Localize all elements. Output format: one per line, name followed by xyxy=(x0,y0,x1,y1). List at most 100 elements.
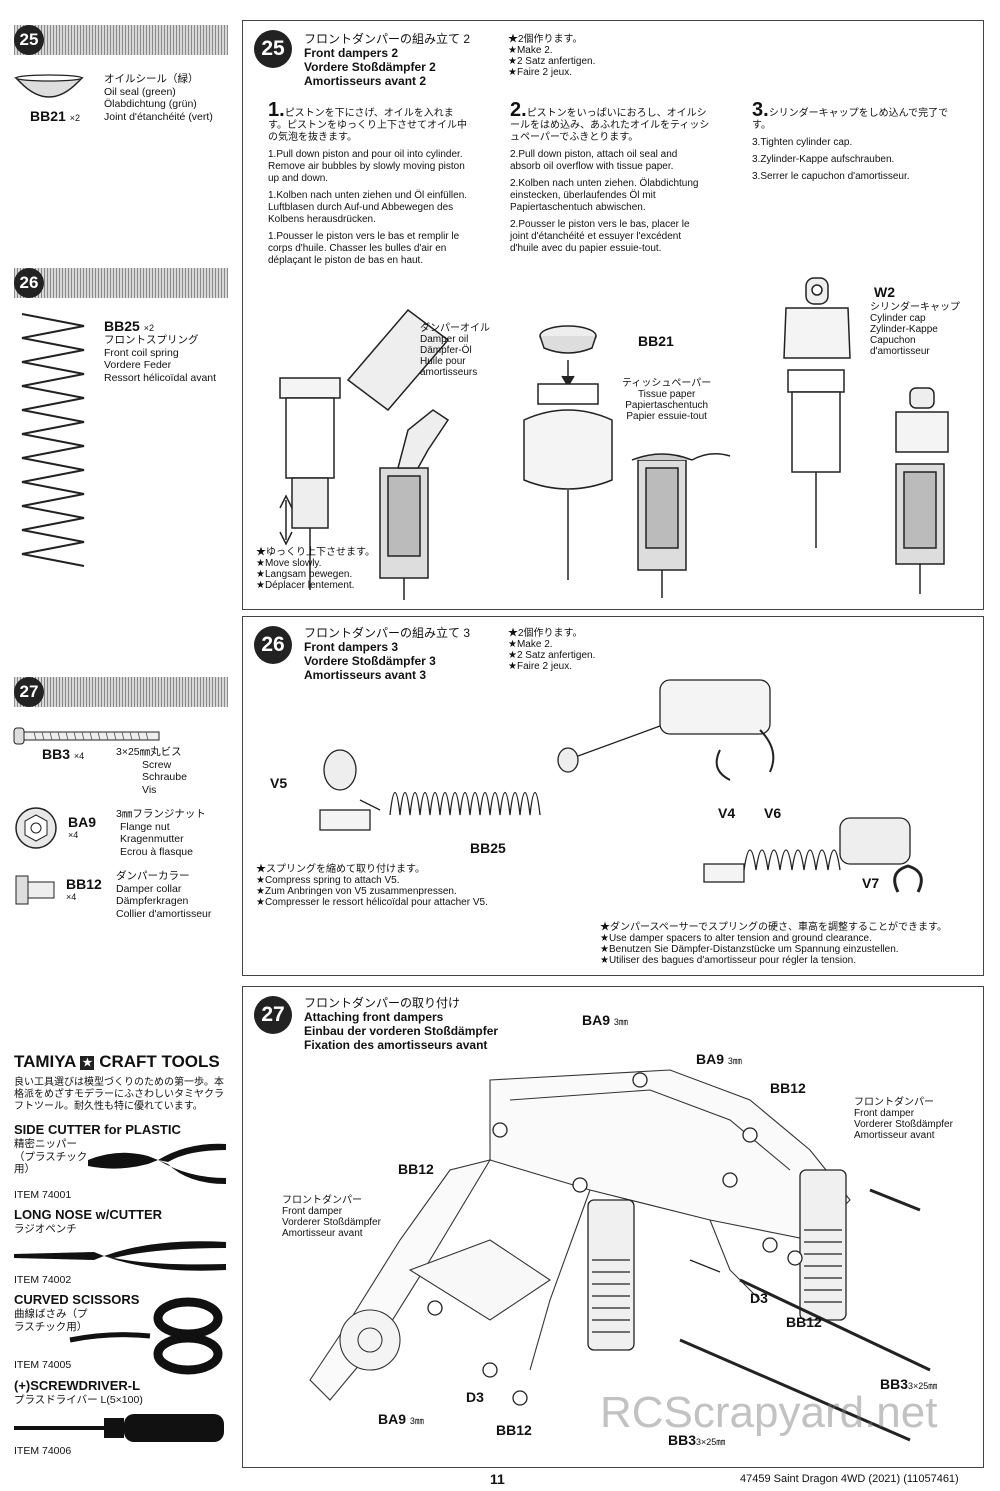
substep-2-en: 2.Pull down piston, attach oil seal and … xyxy=(510,149,678,172)
step26-make-note: ★2個作ります。 ★Make 2. ★2 Satz anfertigen. ★F… xyxy=(508,628,595,672)
oil-label-fr1: Huile pour xyxy=(420,356,466,367)
step26-make-ja: ★2個作ります。 xyxy=(508,628,583,639)
damper-l-de: Vorderer Stoßdämpfer xyxy=(282,1217,381,1228)
bb3-right-code: BB3 xyxy=(880,1376,909,1392)
bb3-right-size: 3×25㎜ xyxy=(908,1381,938,1391)
oil-seal-de: Ölabdichtung (grün) xyxy=(104,98,197,110)
compress-de: ★Zum Anbringen von V5 zusammenpressen. xyxy=(256,886,457,897)
step26-title-fr: Amortisseurs avant 3 xyxy=(304,668,427,682)
bb3-bottom-code: BB3 xyxy=(668,1432,697,1448)
step-26-badge: 26 xyxy=(14,268,44,298)
spacers-note: ★ダンパースペーサーでスプリングの硬さ、車高を調整することができます。 ★Use… xyxy=(600,922,947,966)
step27-title-en: Attaching front dampers xyxy=(304,1010,444,1024)
substep-1: 1.ピストンを下にさげ、オイルを入れます。ピストンをゆっくり上下させてオイル中の… xyxy=(268,100,468,267)
chassis-front-assembly-illustration xyxy=(309,1069,931,1442)
w2-callout: W2 xyxy=(874,284,895,300)
damper-collar-en: Damper collar xyxy=(116,882,182,895)
step25-make-note: ★2個作ります。 ★Make 2. ★2 Satz anfertigen. ★F… xyxy=(508,34,595,78)
substep-1-num: 1. xyxy=(268,99,285,121)
step27-title-ja: フロントダンパーの取り付け xyxy=(304,996,461,1010)
step26-title-de: Vordere Stoßdämpfer 3 xyxy=(304,654,436,668)
ba9-mid-size: 3㎜ xyxy=(727,1056,742,1066)
cylinder-cap-label: シリンダーキャップ Cylinder cap Zylinder-Kappe Ca… xyxy=(870,302,960,357)
step27-title-de: Einbau der vorderen Stoßdämpfer xyxy=(304,1024,499,1038)
substep-2-de: 2.Kolben nach unten ziehen. Ölabdichtung… xyxy=(510,178,699,213)
damper-collar-ja: ダンパーカラー xyxy=(116,870,190,882)
model-footer: 47459 Saint Dragon 4WD (2021) (11057461) xyxy=(740,1473,959,1485)
compress-ja: ★スプリングを縮めて取り付けます。 xyxy=(256,864,425,875)
flange-nut-de: Kragenmutter xyxy=(120,833,184,845)
substep-3-de: 3.Zylinder-Kappe aufschrauben. xyxy=(752,154,895,165)
step26-make-en: ★Make 2. xyxy=(508,639,553,650)
bb12-code: BB12 xyxy=(66,876,102,892)
step-25-panel xyxy=(242,20,984,610)
bb21-qty: ×2 xyxy=(69,113,80,123)
bb3-callout-right: BB33×25㎜ xyxy=(880,1376,937,1392)
substep-3-en: 3.Tighten cylinder cap. xyxy=(752,137,853,148)
side-cutter-icon xyxy=(88,1143,226,1184)
substep-1-ja: ピストンを下にさげ、オイルを入れます。ピストンをゆっくり上下させてオイル中の気泡… xyxy=(268,108,467,143)
tool4-title: (+)SCREWDRIVER-L xyxy=(14,1378,141,1393)
v6-callout: V6 xyxy=(764,805,782,821)
step25-make-fr: ★Faire 2 jeux. xyxy=(508,67,572,78)
spacers-ja: ★ダンパースペーサーでスプリングの硬さ、車高を調整することができます。 xyxy=(600,922,947,933)
bb21-code: BB21 xyxy=(30,108,66,124)
tool4-item: ITEM 74006 xyxy=(14,1445,72,1457)
screw-fr: Vis xyxy=(142,783,157,796)
oil-pouring-illustration xyxy=(279,308,450,600)
coil-spring-fr: Ressort hélicoïdal avant xyxy=(104,371,217,384)
oil-seal-fr: Joint d'étanchéité (vert) xyxy=(104,110,213,123)
step-26-panel xyxy=(242,616,984,976)
step25-title-fr: Amortisseurs avant 2 xyxy=(304,74,427,88)
part-bb3-label: BB3 ×4 xyxy=(42,746,84,762)
step-27-circle: 27 xyxy=(254,996,292,1034)
tool1-title: SIDE CUTTER for PLASTIC xyxy=(14,1122,181,1137)
d3-callout-right: D3 xyxy=(750,1290,768,1306)
screw-en: Screw xyxy=(142,758,172,771)
flange-nut-names: 3㎜フランジナット Flange nut Kragenmutter Ecrou … xyxy=(116,808,206,858)
bb12-callout-bottom: BB12 xyxy=(496,1422,532,1438)
bb12-callout-right: BB12 xyxy=(786,1314,822,1330)
screwdriver-icon xyxy=(14,1414,224,1442)
bb25-callout: BB25 xyxy=(470,840,506,856)
step26-make-de: ★2 Satz anfertigen. xyxy=(508,650,596,661)
substep-3-num: 3. xyxy=(752,99,769,121)
coil-spring-ja: フロントスプリング xyxy=(104,334,199,346)
move-slowly-ja: ★ゆっくり上下させます。 xyxy=(256,547,375,558)
tool2-title: LONG NOSE w/CUTTER xyxy=(14,1207,163,1222)
step-25-circle: 25 xyxy=(254,30,292,68)
damper-l-ja: フロントダンパー xyxy=(282,1195,362,1206)
step-27-header-bar xyxy=(14,677,228,707)
step-27-badge: 27 xyxy=(14,677,44,707)
coil-spring-icon xyxy=(21,313,85,567)
watermark: RCScrapyard.net xyxy=(600,1388,938,1437)
flange-nut-size: 3㎜フランジナット xyxy=(116,808,206,820)
damper-r-fr: Amortisseur avant xyxy=(854,1130,935,1141)
front-damper-right-label: フロントダンパー Front damper Vorderer Stoßdämpf… xyxy=(854,1097,953,1141)
ba9-top-size: 3㎜ xyxy=(613,1017,628,1027)
oil-seal-insert-illustration xyxy=(523,325,731,598)
cap-en: Cylinder cap xyxy=(870,313,926,324)
compress-note: ★スプリングを縮めて取り付けます。 ★Compress spring to at… xyxy=(256,864,488,908)
substep-1-de: 1.Kolben nach unten ziehen und Öl einfül… xyxy=(268,190,468,225)
flange-nut-fr: Ecrou à flasque xyxy=(120,845,193,858)
damper-r-en: Front damper xyxy=(854,1108,915,1119)
screw-names: 3×25㎜丸ビス Screw Schraube Vis xyxy=(116,746,187,796)
oil-seal-ja: オイルシール（緑） xyxy=(104,73,199,85)
curved-scissors-icon xyxy=(69,1297,223,1375)
tissue-fr: Papier essuie-tout xyxy=(626,411,707,422)
compress-en: ★Compress spring to attach V5. xyxy=(256,875,400,886)
cap-fr1: Capuchon xyxy=(870,335,916,346)
assembled-damper-illustration xyxy=(703,817,911,883)
coil-spring-en: Front coil spring xyxy=(104,346,179,359)
bb12-callout-left: BB12 xyxy=(398,1161,434,1177)
tool2-item: ITEM 74002 xyxy=(14,1274,72,1286)
flange-nut-icon xyxy=(15,807,57,849)
bb3-qty: ×4 xyxy=(73,751,85,761)
bb3-callout-bottom: BB33×25㎜ xyxy=(668,1432,725,1448)
tissue-de: Papiertaschentuch xyxy=(625,400,709,411)
step-25-badge: 25 xyxy=(14,25,44,55)
ba9-top-code: BA9 xyxy=(582,1012,611,1028)
substep-3: 3.シリンダーキャップをしめ込んで完了です。 3.Tighten cylinde… xyxy=(752,100,962,183)
v4-callout: V4 xyxy=(718,805,736,821)
